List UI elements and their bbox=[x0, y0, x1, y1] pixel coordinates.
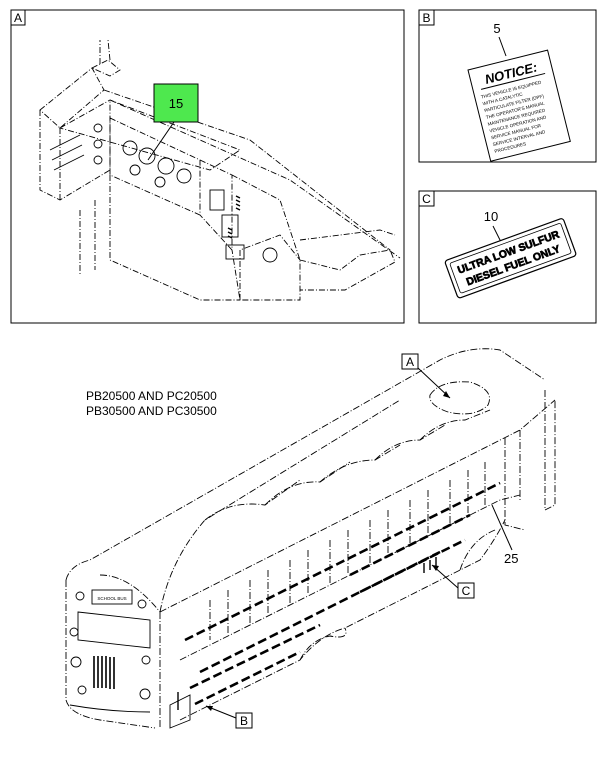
callout-c-box bbox=[457, 582, 475, 599]
callout-b-box bbox=[235, 712, 253, 729]
panel-c-letter: C bbox=[422, 192, 431, 206]
callout-15: 15 bbox=[169, 96, 183, 111]
panel-a-letter-box bbox=[10, 9, 26, 26]
callout-b-arrowhead bbox=[206, 706, 213, 711]
callout-c-label: C bbox=[462, 584, 471, 598]
callout-10: 10 bbox=[484, 209, 498, 224]
panel-b-frame bbox=[418, 9, 597, 163]
callout-b-label: B bbox=[240, 714, 248, 728]
bus-grille bbox=[93, 656, 115, 689]
bus-front-sign: SCHOOL BUS bbox=[97, 596, 126, 601]
bus-view: PB20500 AND PC20500 PB30500 AND PC30500 bbox=[65, 348, 556, 729]
callout-15-highlight bbox=[153, 83, 199, 123]
panel-a-letter: A bbox=[14, 11, 22, 25]
panel-b-letter-box bbox=[418, 9, 435, 26]
notice-decal: NOTICE: THIS VEHICLE IS EQUIPPED WITH A … bbox=[467, 49, 571, 162]
callout-5-leader bbox=[498, 36, 507, 57]
callout-a-label: A bbox=[406, 355, 414, 369]
bus-side-stripes bbox=[184, 481, 501, 706]
model-list-line-2: PB30500 AND PC30500 bbox=[86, 404, 217, 418]
callout-25: 25 bbox=[504, 551, 518, 566]
bus-window-bars bbox=[177, 557, 437, 710]
panel-c-letter-box bbox=[418, 190, 435, 207]
fuel-decal-outer bbox=[444, 218, 577, 299]
panel-b: B 5 NOTICE: THIS VEHICLE IS EQUIPPED WIT… bbox=[418, 9, 597, 163]
callout-5: 5 bbox=[493, 21, 500, 36]
model-list-line-1: PB20500 AND PC20500 bbox=[86, 389, 217, 403]
bus-front bbox=[69, 589, 191, 729]
bus-outline bbox=[65, 348, 556, 729]
dashboard-gauges bbox=[49, 123, 278, 263]
panel-b-letter: B bbox=[422, 11, 430, 25]
panel-c-frame bbox=[418, 190, 597, 324]
callout-15-leader bbox=[147, 121, 175, 161]
callout-a-leader bbox=[417, 367, 451, 399]
panel-a-frame bbox=[10, 9, 405, 324]
bus-front-sign-box bbox=[91, 589, 133, 605]
fuel-decal-inner bbox=[449, 223, 572, 294]
panel-a: A bbox=[10, 9, 405, 324]
dashboard-switches bbox=[227, 195, 241, 239]
callout-c-arrowhead bbox=[432, 565, 439, 571]
notice-decal-border bbox=[467, 49, 571, 162]
callout-a-arrowhead bbox=[443, 391, 450, 398]
callout-a-box bbox=[401, 353, 419, 370]
fuel-decal: ULTRA LOW SULFUR DIESEL FUEL ONLY bbox=[444, 218, 577, 299]
panel-c: C 10 ULTRA LOW SULFUR DIESEL FUEL ONLY bbox=[418, 190, 597, 324]
dashboard-illustration bbox=[39, 39, 401, 301]
callout-25-leader bbox=[491, 504, 513, 551]
